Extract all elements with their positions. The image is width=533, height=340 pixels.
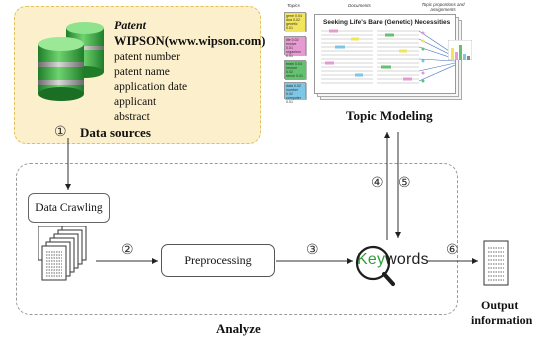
step-1-marker: ① — [54, 125, 67, 140]
patent-title: Patent — [114, 18, 146, 32]
data-crawling-box: Data Crawling — [28, 193, 110, 223]
step-5-marker: ⑤ — [398, 176, 411, 191]
step-6-marker: ⑥ — [446, 243, 459, 258]
magnifier-icon — [355, 245, 395, 286]
topic-modeling-label: Topic Modeling — [346, 108, 433, 123]
step-4-marker: ④ — [371, 176, 384, 191]
field-applicant: applicant — [114, 96, 157, 108]
output-document-icon — [483, 240, 509, 286]
analyze-label: Analyze — [216, 321, 261, 336]
field-patent-number: patent number — [114, 51, 181, 63]
topic-proportion-histogram — [448, 40, 472, 60]
field-application-date: application date — [114, 81, 188, 93]
topic-model-figure: Topics Documents Topic proportions and a… — [278, 2, 474, 104]
data-crawling-label: Data Crawling — [35, 202, 103, 214]
field-abstract: abstract — [114, 111, 150, 123]
output-label-line2: information — [471, 313, 533, 327]
document-stack-icon — [38, 226, 87, 281]
topic-card-4: data 0.02 number 0.02 computer 0.01 — [284, 82, 306, 104]
step-3-marker: ③ — [306, 243, 319, 258]
documents-header: Documents — [348, 3, 371, 8]
keywords-label: Keywords — [357, 251, 429, 268]
topic-card-1: gene 0.04 dna 0.02 genetic 0.01 — [284, 12, 306, 32]
document-body-graphic — [321, 29, 455, 84]
output-label-line1: Output — [481, 298, 519, 312]
field-patent-name: patent name — [114, 66, 170, 78]
analyze-region — [16, 163, 458, 315]
document-page-front: Seeking Life's Bare (Genetic) Necessitie… — [314, 14, 456, 94]
preprocessing-box: Preprocessing — [161, 244, 275, 277]
patent-source: WIPSON(www.wipson.com) — [114, 34, 266, 48]
document-title: Seeking Life's Bare (Genetic) Necessitie… — [323, 19, 451, 26]
proportions-header: Topic proportions and assignments — [421, 2, 465, 12]
database-cylinders-icon — [38, 22, 104, 101]
preprocessing-label: Preprocessing — [184, 253, 252, 267]
data-sources-label: Data sources — [80, 125, 151, 140]
topics-header: Topics — [287, 3, 300, 8]
step-2-marker: ② — [121, 243, 134, 258]
topic-card-3: brain 0.04 neuron 0.02 nerve 0.01 — [284, 60, 306, 80]
topic-card-2: life 0.02 evolve 0.01 organism 0.01 — [284, 36, 306, 58]
